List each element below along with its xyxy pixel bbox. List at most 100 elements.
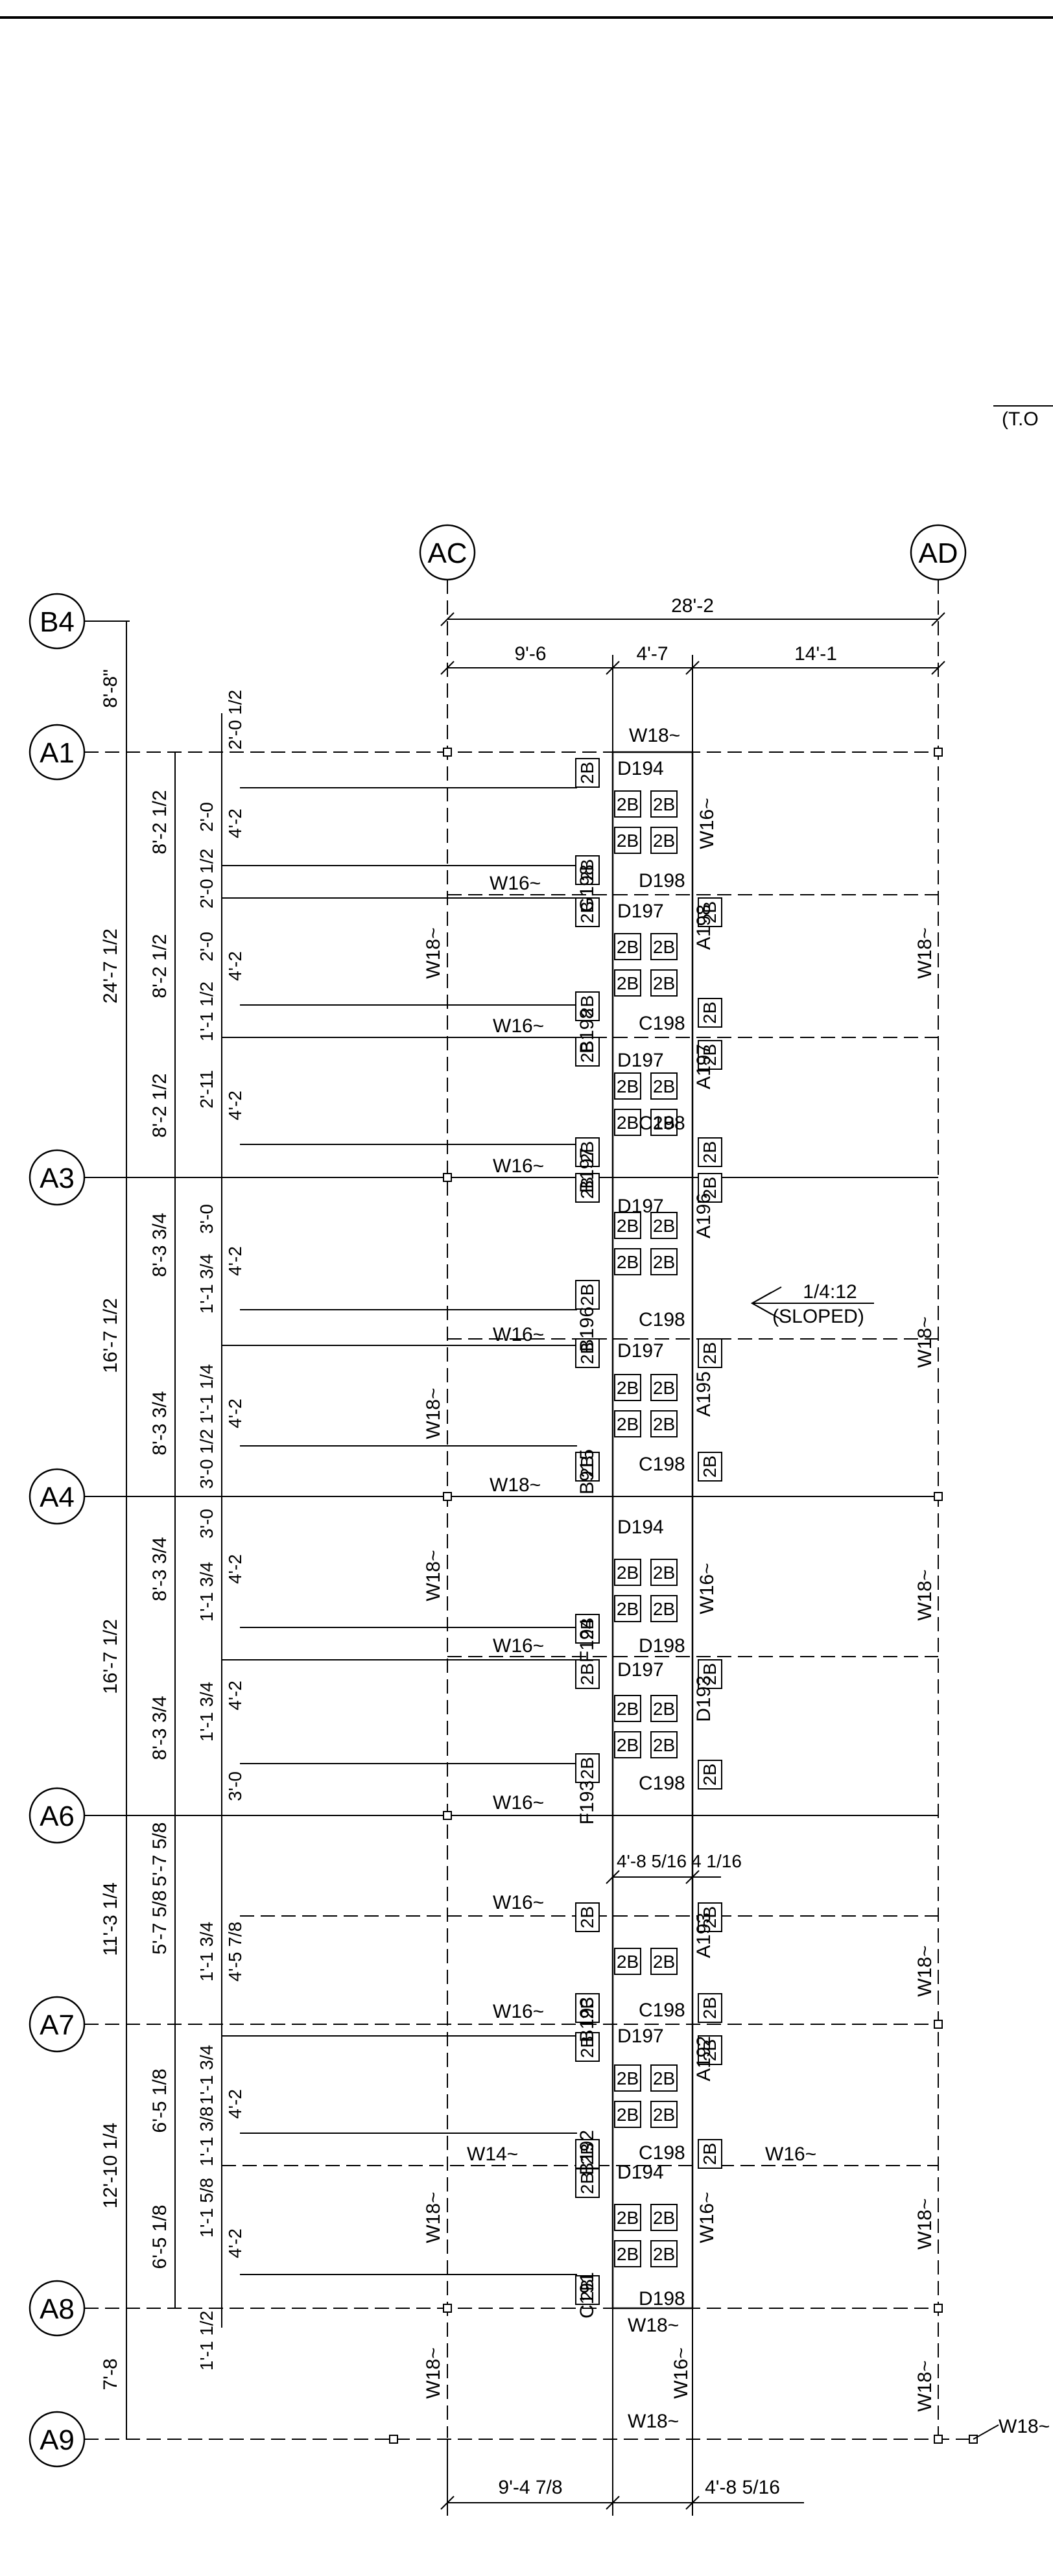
left-dim-inner-texts: 2'-0 1/2 2'-0 4'-2 2'-0 1/2 2'-0 4'-2 1'… [196, 690, 245, 2371]
svg-text:6'-5 1/8: 6'-5 1/8 [149, 2068, 171, 2133]
box-2b-rotated: 2B [698, 1760, 722, 1790]
box-2b-rotated: 2B [575, 1037, 600, 1067]
svg-text:2B: 2B [700, 1997, 720, 2019]
bay-tag: D198 [639, 870, 685, 892]
svg-text:2B: 2B [653, 1952, 675, 1972]
svg-text:2B: 2B [577, 859, 597, 881]
svg-text:2B: 2B [577, 1663, 597, 1685]
svg-text:2B: 2B [700, 1342, 720, 1364]
bay-tag: A197 [693, 1044, 715, 1089]
svg-text:2B: 2B [700, 1002, 720, 1024]
svg-text:2B: 2B [617, 1076, 639, 1096]
svg-text:2'-0 1/2: 2'-0 1/2 [225, 690, 245, 750]
box-2b-rotated: 2B [575, 1993, 600, 2023]
svg-text:1'-1 5/8: 1'-1 5/8 [196, 2178, 217, 2238]
svg-text:2B: 2B [577, 762, 597, 784]
svg-text:1'-1 3/4: 1'-1 3/4 [196, 1254, 217, 1314]
svg-text:2'-0 1/2: 2'-0 1/2 [196, 849, 217, 909]
beam-labels: W18~ W16~ W16~ W18~ W18~ W16~ W16~ W16~ … [423, 725, 1050, 2437]
svg-text:AC: AC [427, 538, 467, 569]
bay-tag: D197 [617, 1340, 664, 1362]
svg-text:A9: A9 [40, 2424, 75, 2456]
svg-text:8'-2 1/2: 8'-2 1/2 [149, 934, 171, 998]
svg-text:2B: 2B [577, 1906, 597, 1928]
svg-text:4'-2: 4'-2 [225, 1246, 245, 1276]
svg-text:3'-0: 3'-0 [196, 1509, 217, 1539]
box-2b: 2B [614, 1212, 641, 1239]
svg-text:16'-7 1/2: 16'-7 1/2 [100, 1619, 121, 1694]
svg-text:4'-2: 4'-2 [225, 1091, 245, 1120]
box-2b-rotated: 2B [575, 2168, 600, 2198]
bay-tag: C198 [639, 1013, 685, 1034]
svg-text:W16~: W16~ [493, 1015, 544, 1037]
box-2b-rotated: 2B [698, 1993, 722, 2023]
svg-text:A3: A3 [40, 1163, 75, 1194]
svg-text:4'-2: 4'-2 [225, 1399, 245, 1428]
svg-text:8'-3 3/4: 8'-3 3/4 [149, 1212, 171, 1277]
box-2b-rotated: 2B [575, 855, 600, 885]
svg-text:1'-1 3/4: 1'-1 3/4 [196, 1562, 217, 1622]
svg-text:2B: 2B [700, 1177, 720, 1199]
box-2b: 2B [614, 2101, 641, 2128]
svg-text:3'-0 1/2: 3'-0 1/2 [196, 1429, 217, 1489]
box-2b: 2B [614, 1695, 641, 1722]
svg-text:W18~: W18~ [999, 2416, 1050, 2437]
left-dimension-lines [126, 621, 222, 2439]
dim-middle: 4'-7 [636, 643, 668, 665]
svg-text:2B: 2B [700, 1141, 720, 1163]
svg-text:2B: 2B [577, 1041, 597, 1063]
2b-boxes: 2B 2B 2B 2B 2B 2B 2B 2B 2B 2B 2B 2B 2B 2B 2B 2B 2B 2B 2B 2B… [575, 758, 722, 2305]
svg-text:2'-0: 2'-0 [196, 802, 217, 832]
bay-tag: C198 [639, 2142, 685, 2164]
svg-text:8'-8": 8'-8" [100, 669, 121, 708]
svg-text:4'-2: 4'-2 [225, 2228, 245, 2258]
box-2b-rotated: 2B [698, 1040, 722, 1070]
bay-tag: F194 [576, 1618, 598, 1662]
box-2b: 2B [614, 969, 641, 997]
grid-bubble-A9: A9 [29, 2411, 86, 2468]
bay-tag: D197 [617, 1659, 664, 1681]
svg-text:W16~: W16~ [696, 2192, 718, 2243]
svg-text:W18~: W18~ [914, 2198, 936, 2249]
svg-text:W16~: W16~ [493, 1635, 544, 1657]
bay-tag: F193 [576, 1780, 598, 1825]
svg-text:W18~: W18~ [914, 1945, 936, 1996]
grid-bubble-A6: A6 [29, 1787, 86, 1844]
svg-text:A8: A8 [40, 2293, 75, 2325]
bay-tag: D198 [639, 1635, 685, 1657]
box-2b: 2B [614, 1109, 641, 1136]
svg-text:2B: 2B [653, 794, 675, 814]
box-2b-rotated: 2B [575, 1659, 600, 1689]
svg-text:2B: 2B [617, 1599, 639, 1619]
dim-overall: 28'-2 [671, 595, 714, 617]
svg-text:8'-3 3/4: 8'-3 3/4 [149, 1696, 171, 1760]
box-2b-rotated: 2B [575, 2032, 600, 2062]
bay-tag: C198 [639, 1113, 685, 1134]
svg-text:W18~: W18~ [423, 2347, 444, 2398]
bay-tag: G198 [576, 864, 598, 912]
svg-text:2B: 2B [653, 2068, 675, 2088]
svg-text:2B: 2B [577, 1997, 597, 2019]
w18-leader [973, 2424, 999, 2440]
svg-text:2B: 2B [653, 1599, 675, 1619]
box-2b: 2B [650, 969, 678, 997]
slope-arrow [750, 1286, 874, 1320]
grid-bubble-A3: A3 [29, 1149, 86, 1206]
box-2b: 2B [614, 790, 641, 818]
dim-left: 9'-6 [514, 643, 546, 665]
svg-text:2B: 2B [617, 1735, 639, 1755]
left-dim-middle-texts: 8'-2 1/2 8'-2 1/2 8'-2 1/2 8'-3 3/4 8'-3… [149, 790, 171, 2269]
svg-text:2'-11: 2'-11 [196, 1070, 217, 1108]
svg-text:W18~: W18~ [628, 2315, 679, 2336]
svg-text:W18~: W18~ [423, 1388, 444, 1439]
svg-text:2B: 2B [617, 1378, 639, 1398]
svg-text:W18~: W18~ [629, 725, 680, 746]
svg-text:2B: 2B [577, 1284, 597, 1306]
grid-bubble-A8: A8 [29, 2280, 86, 2337]
dim-bottom-right: 4'-8 5/16 [705, 2477, 780, 2498]
bay-tag: B198 [576, 1008, 598, 1054]
box-2b-rotated: 2B [698, 1659, 722, 1689]
box-2b-rotated: 2B [575, 1137, 600, 1167]
svg-text:4'-5 7/8: 4'-5 7/8 [225, 1922, 245, 1982]
box-2b: 2B [614, 1410, 641, 1437]
